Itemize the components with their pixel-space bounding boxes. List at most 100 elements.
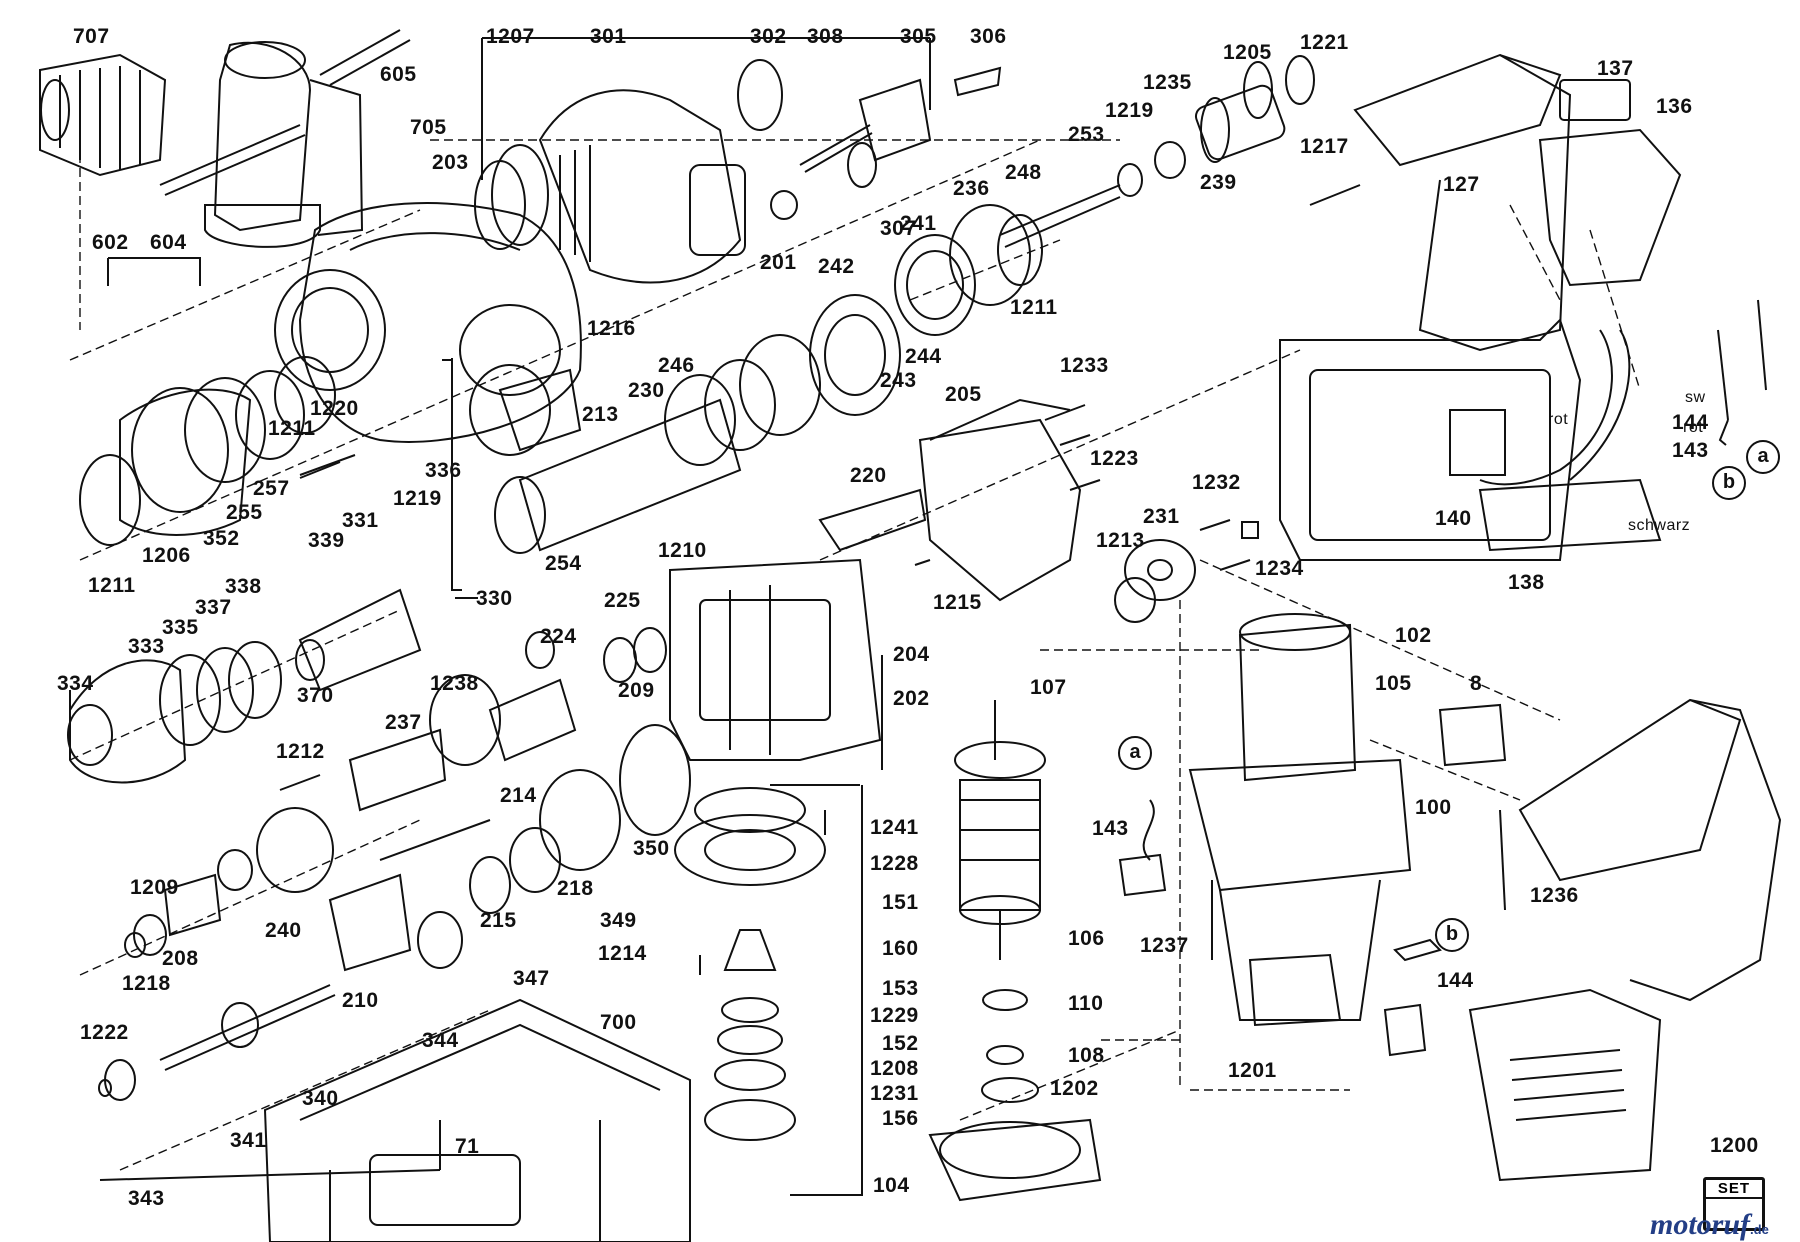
part-label: 1217 bbox=[1300, 135, 1349, 158]
part-label: 370 bbox=[297, 684, 334, 707]
part-label: 152 bbox=[882, 1032, 919, 1055]
part-label: 307 bbox=[880, 217, 917, 240]
part-label: 1200 bbox=[1710, 1134, 1759, 1157]
part-label: 1219 bbox=[1105, 99, 1154, 122]
part-label: 1236 bbox=[1530, 884, 1579, 907]
part-label: 336 bbox=[425, 459, 462, 482]
part-label: 1211 bbox=[268, 417, 316, 440]
part-label: 1209 bbox=[130, 876, 179, 899]
part-label: 106 bbox=[1068, 927, 1105, 950]
part-label: 1229 bbox=[870, 1004, 919, 1027]
part-label: 705 bbox=[410, 116, 447, 139]
part-label: 1233 bbox=[1060, 354, 1109, 377]
part-label: 344 bbox=[422, 1029, 459, 1052]
part-label: 1231 bbox=[870, 1082, 919, 1105]
part-label: 1234 bbox=[1255, 557, 1304, 580]
part-label: 257 bbox=[253, 477, 290, 500]
part-label: 1216 bbox=[587, 317, 636, 340]
part-label: 1207 bbox=[486, 25, 535, 48]
part-label: 347 bbox=[513, 967, 550, 990]
keyless-chuck bbox=[39, 53, 167, 177]
part-label: 1219 bbox=[393, 487, 442, 510]
part-label: 201 bbox=[760, 251, 797, 274]
part-label: 1232 bbox=[1192, 471, 1241, 494]
cylinder-301 bbox=[474, 59, 783, 284]
spindle-group bbox=[894, 55, 1315, 336]
part-label: 242 bbox=[818, 255, 855, 278]
part-label: 1241 bbox=[870, 816, 919, 839]
part-label: 224 bbox=[540, 625, 577, 648]
part-label: 341 bbox=[230, 1129, 267, 1152]
part-label: 1211 bbox=[1010, 296, 1058, 319]
part-label: 1218 bbox=[122, 972, 171, 995]
part-label: 255 bbox=[226, 501, 263, 524]
callout-a: a bbox=[1746, 440, 1780, 474]
part-label: 331 bbox=[342, 509, 379, 532]
part-label: 1205 bbox=[1223, 41, 1272, 64]
part-label: 137 bbox=[1597, 57, 1634, 80]
part-label: 240 bbox=[265, 919, 302, 942]
part-label: 104 bbox=[873, 1174, 910, 1197]
part-label: 335 bbox=[162, 616, 199, 639]
part-label: 333 bbox=[128, 635, 165, 658]
part-label: 107 bbox=[1030, 676, 1067, 699]
part-label: 8 bbox=[1470, 672, 1483, 695]
wire-label: rot bbox=[1683, 419, 1704, 436]
part-label: 127 bbox=[1443, 173, 1480, 196]
part-label: 1210 bbox=[658, 539, 707, 562]
part-label: 225 bbox=[604, 589, 641, 612]
part-label: 707 bbox=[73, 25, 110, 48]
part-label: 338 bbox=[225, 575, 262, 598]
part-label: 102 bbox=[1395, 624, 1432, 647]
part-label: 110 bbox=[1068, 992, 1104, 1015]
part-label: 241 bbox=[900, 212, 937, 235]
part-label: 1223 bbox=[1090, 447, 1139, 470]
part-label: 231 bbox=[1143, 505, 1180, 528]
part-label: 143 bbox=[1672, 439, 1709, 462]
part-label: 350 bbox=[633, 837, 670, 860]
part-label: 105 bbox=[1375, 672, 1412, 695]
part-label: 218 bbox=[557, 877, 594, 900]
part-label: 1214 bbox=[598, 942, 647, 965]
part-label: 203 bbox=[432, 151, 469, 174]
part-label: 253 bbox=[1068, 123, 1105, 146]
part-label: 220 bbox=[850, 464, 887, 487]
part-label: 136 bbox=[1656, 95, 1693, 118]
part-label: 302 bbox=[750, 25, 787, 48]
part-label: 160 bbox=[882, 937, 919, 960]
part-label: 138 bbox=[1508, 571, 1545, 594]
part-label: 144 bbox=[1672, 411, 1709, 434]
part-label: 1211 bbox=[88, 574, 136, 597]
side-handle bbox=[159, 29, 411, 248]
part-label: 214 bbox=[500, 784, 537, 807]
part-label: 230 bbox=[628, 379, 665, 402]
part-label: 305 bbox=[900, 25, 937, 48]
callout-b: b bbox=[1712, 466, 1746, 500]
part-label: 602 bbox=[92, 231, 129, 254]
part-label: 1222 bbox=[80, 1021, 129, 1044]
part-label: 205 bbox=[945, 383, 982, 406]
part-label: 244 bbox=[905, 345, 942, 368]
part-label: 236 bbox=[953, 177, 990, 200]
part-label: 1235 bbox=[1143, 71, 1192, 94]
part-label: 352 bbox=[203, 527, 240, 550]
part-label: 239 bbox=[1200, 171, 1237, 194]
callout-a: a bbox=[1118, 736, 1152, 770]
part-label: 108 bbox=[1068, 1044, 1105, 1067]
part-label: 71 bbox=[455, 1135, 480, 1158]
part-label: 308 bbox=[807, 25, 844, 48]
part-label: 1213 bbox=[1096, 529, 1145, 552]
part-label: 1228 bbox=[870, 852, 919, 875]
part-label: 1220 bbox=[310, 397, 359, 420]
part-label: 340 bbox=[302, 1087, 339, 1110]
part-label: 1212 bbox=[276, 740, 325, 763]
part-label: 254 bbox=[545, 552, 582, 575]
part-label: 100 bbox=[1415, 796, 1452, 819]
part-label: 246 bbox=[658, 354, 695, 377]
set-label: SET bbox=[1706, 1180, 1762, 1199]
part-label: 243 bbox=[880, 369, 917, 392]
part-label: 605 bbox=[380, 63, 417, 86]
part-label: 337 bbox=[195, 596, 232, 619]
part-label: 1201 bbox=[1228, 1059, 1277, 1082]
